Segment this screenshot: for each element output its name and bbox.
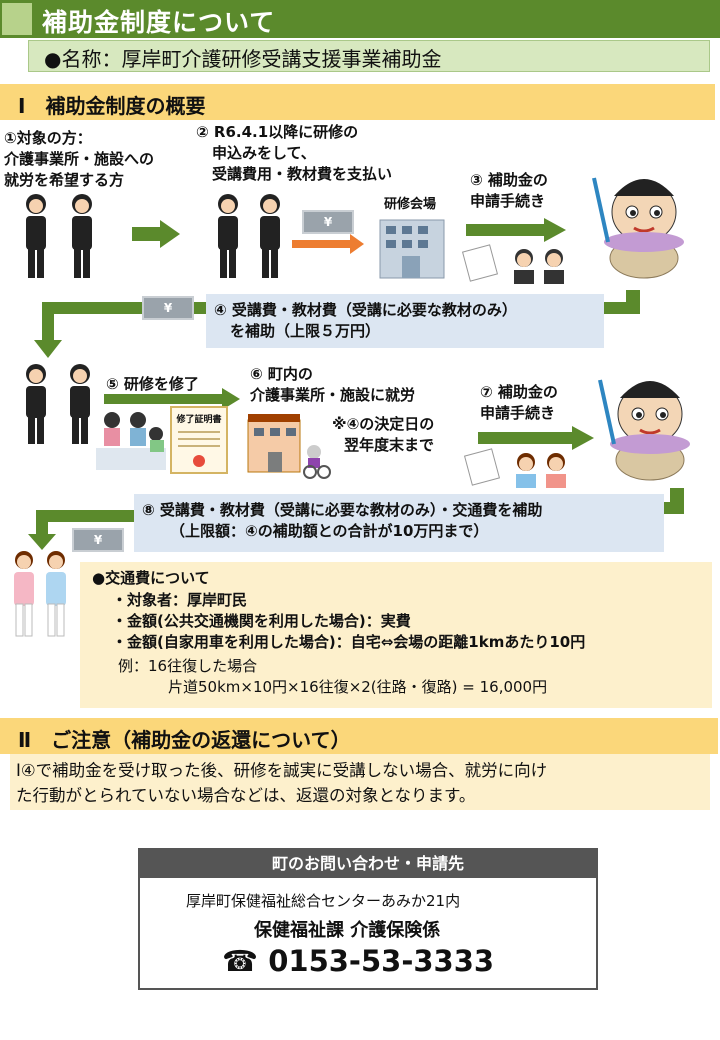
yen-bill-icon-2: ¥ [142,296,194,320]
step2-label: ② R6.4.1以降に研修の 申込みをして、 受講費用・教材費を支払い [196,123,393,183]
contact-phone[interactable]: ☎ 0153-53-3333 [222,944,495,978]
town-mascot-illustration-2 [598,379,690,481]
certificate-text: 修了証明書 [176,415,222,425]
section1-band [0,84,715,120]
trainee-people-illustration [26,364,90,444]
transport-rule-target: ・対象者：厚岸町民 [112,591,248,609]
step3-label: ③ 補助金の 申請手続き [470,171,548,210]
application-clerks-illustration-2 [464,448,566,488]
transport-rules: ・対象者：厚岸町民 ・金額(公共交通機関を利用した場合)：実費 ・金額(自家用車… [112,590,585,653]
contact-division: 保健福祉課 介護保険係 [254,920,441,941]
step7-label: ⑦ 補助金の 申請手続き [480,383,558,422]
arrow-1-to-2-head [160,220,180,248]
section2-body: Ⅰ④で補助金を受け取った後、研修を誠実に受講しない場合、就労に向け た行動がとら… [16,761,548,805]
step4-box [206,294,604,348]
step8-box [134,494,664,552]
step8-label: ⑧ 受講費・教材費（受講に必要な教材のみ）・交通費を補助 （上限額：④の補助額と… [142,501,543,540]
arrow-5-to-6-head [222,388,240,410]
step6-note: ※④の決定日の 翌年度末まで [332,415,435,454]
training-venue-building-icon [379,219,445,279]
payment-arrow-head [350,234,364,254]
arrow-5-to-6 [104,394,224,404]
connector-8-left [36,510,136,522]
title-bar [0,0,720,38]
step1-label: ①対象の方： 介護事業所・施設への 就労を希望する方 [4,129,155,189]
connector-8-down-head [28,534,56,550]
contact-heading: 町のお問い合わせ・申請先 [140,850,596,878]
arrow-6-to-7-head [572,426,594,450]
transport-rule-public: ・金額(公共交通機関を利用した場合)：実費 [112,612,411,630]
page-title: 補助金制度について [42,8,276,37]
connector-4-down [42,302,54,344]
section2-band [0,718,718,754]
yen-bill-icon: ¥ [302,210,354,234]
program-name-box [28,40,710,72]
application-clerks-illustration [462,244,564,284]
transport-rule-car: ・金額(自家用車を利用した場合)：自宅⇔会場の距離1kmあたり10円 [112,633,586,651]
arrow-2-to-3-head [544,218,566,242]
section2-body-box [10,754,710,810]
section2-title: Ⅱ ご注意（補助金の返還について） [18,728,351,752]
care-facility-illustration [247,414,331,479]
step4-label: ④ 受講費・教材費（受講に必要な教材のみ） を補助（上限５万円） [214,301,517,340]
payment-arrow [292,240,352,248]
payer-people-illustration [218,194,280,278]
connector-3-to-4-right [600,302,640,314]
caregivers-illustration [14,551,66,637]
section1-title: Ⅰ 補助金制度の概要 [18,94,206,118]
title-marker [2,3,32,35]
town-mascot-illustration [592,177,684,279]
transport-example: 例：16往復した場合 片道50km×10円×16往復×2(往路・復路) = 16… [118,657,548,696]
transport-title: ●交通費について [92,569,210,587]
venue-label: 研修会場 [384,197,437,212]
arrow-1-to-2 [132,227,162,241]
connector-4-down-head [34,340,62,358]
program-name: ●名称：厚岸町介護研修受講支援事業補助金 [44,47,442,71]
classroom-illustration [96,412,166,470]
step5-label: ⑤ 研修を修了 [106,375,199,393]
transport-note-box [80,562,712,708]
applicant-people-illustration [26,194,92,278]
arrow-2-to-3 [466,224,546,236]
arrow-6-to-7 [478,432,574,444]
certificate-icon: 修了証明書 [170,406,228,474]
step6-label: ⑥ 町内の 介護事業所・施設に就労 [250,365,416,404]
yen-bill-icon-3: ¥ [72,528,124,552]
connector-8-down [36,510,48,538]
contact-center: 厚岸町保健福祉総合センターあみか21内 [186,892,461,910]
